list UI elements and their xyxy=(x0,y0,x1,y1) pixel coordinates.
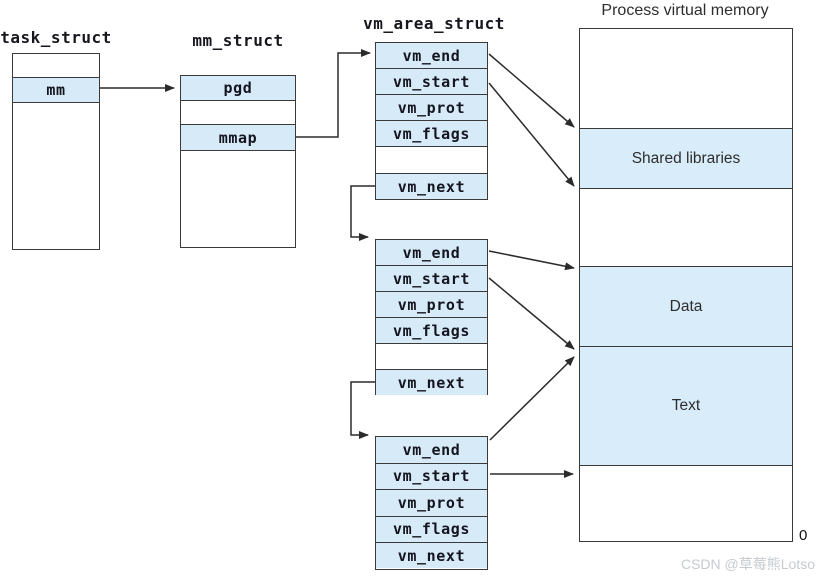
arrow-vm-next-1-to-vm-area-2 xyxy=(350,185,375,241)
csdn-watermark: CSDN @草莓熊Lotso xyxy=(680,556,815,572)
memory-region-bottom-free xyxy=(580,466,792,532)
vm-next-field: vm_next xyxy=(376,543,487,568)
arrow-vm-end-3-to-text-top xyxy=(489,356,575,441)
vm-end-field: vm_end xyxy=(376,43,487,69)
vm-flags-field: vm_flags xyxy=(376,516,487,543)
memory-region-top-free xyxy=(580,29,792,129)
process-virtual-memory-title: Process virtual memory xyxy=(601,2,769,19)
vm-prot-field: vm_prot xyxy=(376,95,487,121)
arrow-vm-next-2-to-vm-area-3 xyxy=(350,381,375,439)
memory-region-text: Text xyxy=(580,347,792,466)
memory-origin-zero-label: 0 xyxy=(799,527,808,544)
arrow-vm-start-2-to-data-bottom xyxy=(488,277,575,350)
mm-struct-box: pgd mmap xyxy=(180,75,296,248)
vm-empty-row xyxy=(376,344,487,370)
mm-struct-pgd-field: pgd xyxy=(181,76,295,101)
memory-region-data: Data xyxy=(580,267,792,347)
vm-prot-field: vm_prot xyxy=(376,292,487,318)
vm-area-block-2: vm_end vm_start vm_prot vm_flags vm_next xyxy=(375,239,488,395)
vm-next-field: vm_next xyxy=(376,370,487,395)
vm-flags-field: vm_flags xyxy=(376,318,487,344)
memory-region-middle-free xyxy=(580,189,792,267)
vm-start-field: vm_start xyxy=(376,463,487,490)
vm-area-struct-label: vm_area_struct xyxy=(363,14,505,33)
arrow-mmap-to-vm-area-1 xyxy=(296,49,371,138)
task-struct-empty-row xyxy=(13,54,99,77)
mm-struct-mmap-field: mmap xyxy=(181,125,295,151)
arrow-vm-start-1-to-shared-bottom xyxy=(488,82,575,187)
vm-flags-field: vm_flags xyxy=(376,121,487,147)
vm-prot-field: vm_prot xyxy=(376,490,487,517)
vm-area-block-3: vm_end vm_start vm_prot vm_flags vm_next xyxy=(375,436,488,570)
vm-empty-row xyxy=(376,147,487,174)
vm-next-field: vm_next xyxy=(376,174,487,199)
arrow-vm-end-1-to-shared-top xyxy=(488,53,575,128)
vm-end-field: vm_end xyxy=(376,240,487,266)
vm-start-field: vm_start xyxy=(376,266,487,292)
mm-struct-label: mm_struct xyxy=(192,31,284,50)
task-struct-box: mm xyxy=(12,53,100,250)
mm-struct-empty-row xyxy=(181,101,295,125)
vm-end-field: vm_end xyxy=(376,437,487,464)
memory-region-shared-libraries: Shared libraries xyxy=(580,129,792,189)
vm-start-field: vm_start xyxy=(376,69,487,95)
vm-area-block-1: vm_end vm_start vm_prot vm_flags vm_next xyxy=(375,42,488,200)
task-struct-mm-field: mm xyxy=(13,77,99,103)
process-virtual-memory-box: Shared libraries Data Text xyxy=(579,28,793,542)
arrow-vm-end-2-to-data-top xyxy=(488,250,575,271)
task-struct-label: task_struct xyxy=(0,28,112,47)
